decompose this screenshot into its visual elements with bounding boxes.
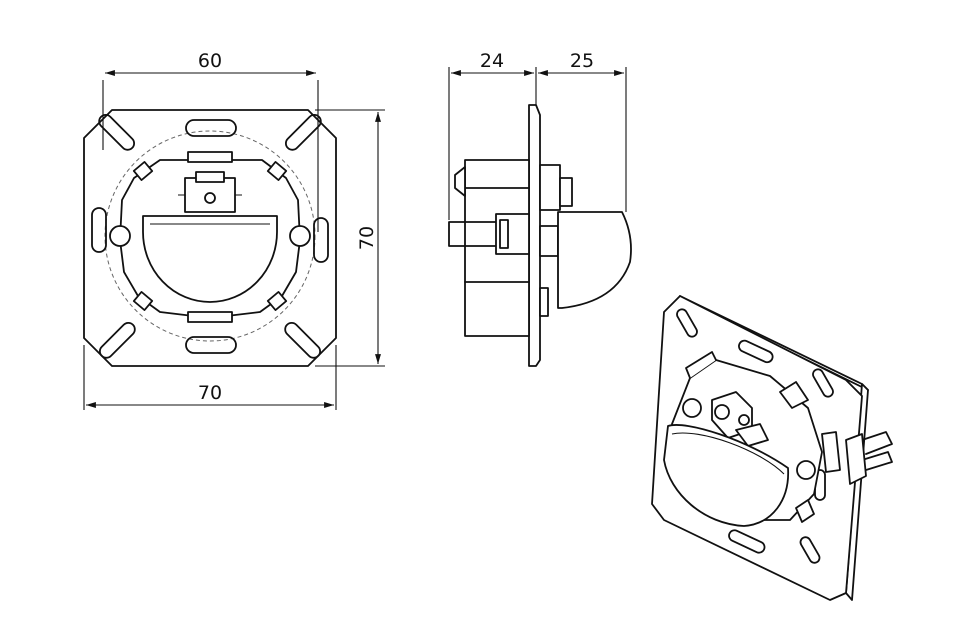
- iso-wire: [861, 431, 893, 471]
- side-dimensions: 24 25: [448, 50, 627, 220]
- front-width-top-label: 60: [198, 50, 222, 72]
- mounting-slots: [91, 113, 329, 359]
- side-depth-rear-label: 24: [480, 50, 504, 72]
- screw-left: [109, 225, 131, 247]
- front-dimensions: 60 70 70: [83, 50, 385, 410]
- terminal-block: [178, 171, 242, 213]
- side-plate: [528, 104, 541, 367]
- isometric-view: [651, 295, 893, 601]
- wire: [448, 221, 497, 247]
- screw-right: [289, 225, 311, 247]
- mounting-circle: [104, 130, 316, 342]
- side-depth-front-label: 25: [570, 50, 594, 72]
- insert-clips: [132, 151, 288, 323]
- side-lens-dome: [557, 211, 632, 309]
- side-view: [448, 104, 632, 367]
- iso-terminal-block: [711, 391, 769, 447]
- iso-lens: [663, 424, 789, 527]
- front-height-label: 70: [356, 226, 378, 250]
- sensor-lens: [142, 215, 278, 303]
- front-width-bottom-label: 70: [198, 382, 222, 404]
- front-view: [83, 109, 337, 367]
